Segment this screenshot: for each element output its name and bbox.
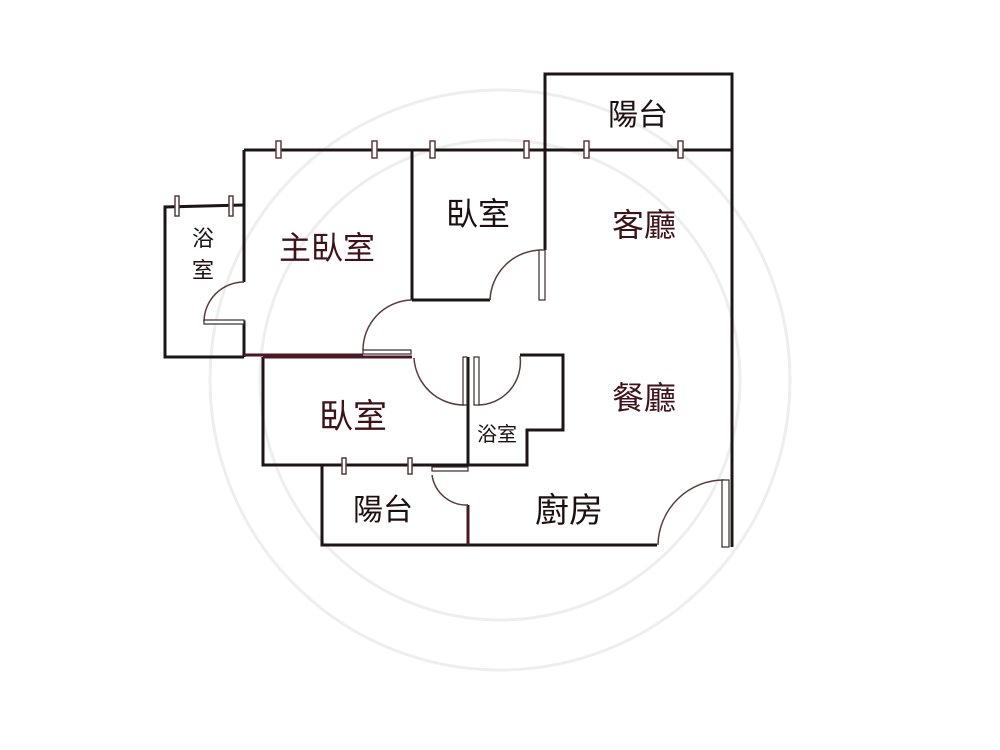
label-living-room: 客廳 — [612, 206, 676, 244]
label-master-bedroom: 主臥室 — [279, 229, 375, 267]
label-bedroom-bottom: 臥室 — [319, 397, 387, 437]
label-dining-room: 餐廳 — [612, 379, 676, 417]
label-bathroom-left-line2: 室 — [192, 259, 214, 284]
walls — [163, 72, 734, 547]
watermark — [208, 88, 792, 672]
label-balcony-bottom: 陽台 — [353, 493, 413, 528]
label-bathroom-left-line1: 浴 — [192, 227, 214, 252]
room-labels: 陽台 客廳 臥室 主臥室 浴 室 餐廳 臥室 浴室 陽台 廚房 — [192, 98, 676, 531]
label-balcony-top: 陽台 — [608, 98, 668, 133]
doors — [203, 249, 730, 548]
label-bedroom-top: 臥室 — [446, 195, 510, 233]
label-kitchen: 廚房 — [535, 491, 603, 531]
windows — [174, 140, 684, 475]
label-bathroom-center: 浴室 — [477, 422, 517, 446]
